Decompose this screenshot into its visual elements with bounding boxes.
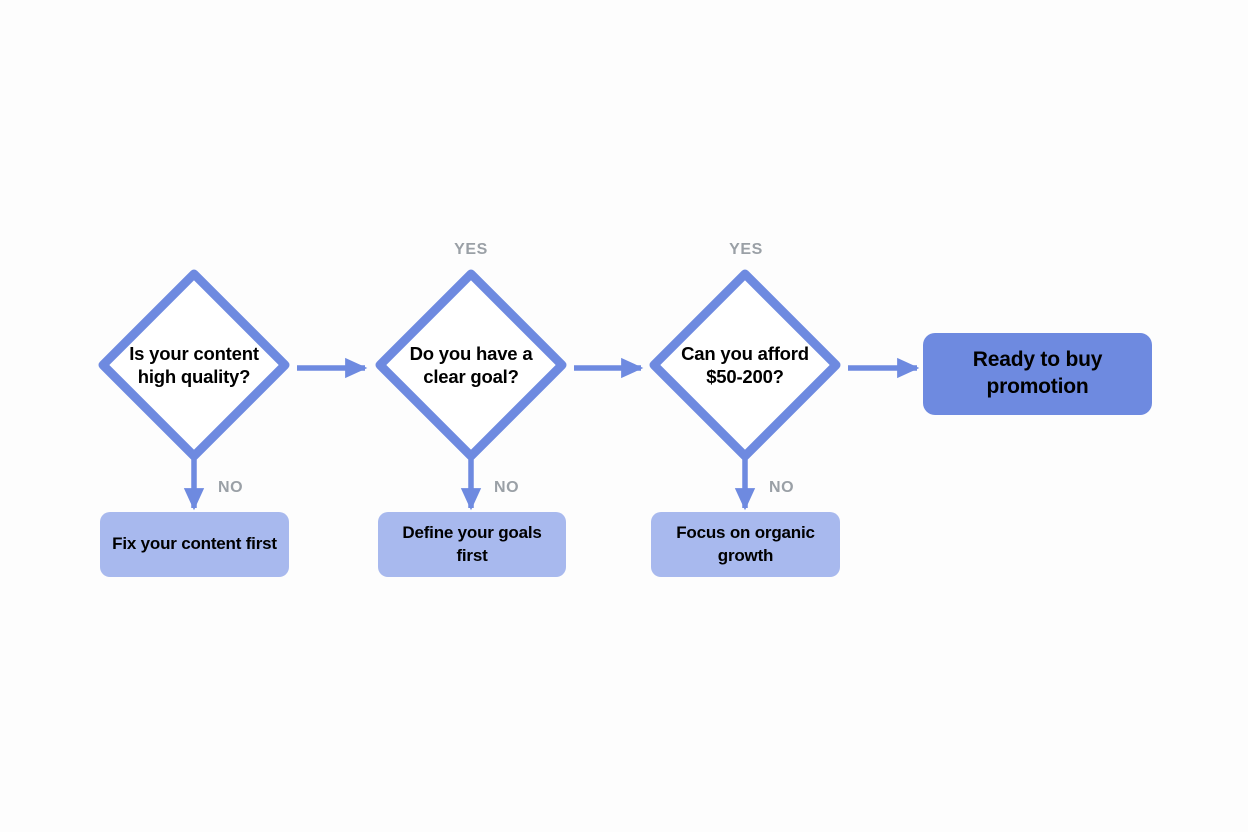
decision-label: Do you have a clear goal? [409,342,533,387]
final-outcome-ready-to-buy[interactable]: Ready to buy promotion [923,333,1152,415]
outcome-box-define-goals[interactable]: Define your goals first [378,512,566,577]
branch-label-yes-2: YES [454,241,488,258]
decision-node-clear-goal[interactable]: Do you have a clear goal? [371,265,571,465]
branch-label-yes-3: YES [729,241,763,258]
decision-node-content-quality[interactable]: Is your content high quality? [94,265,294,465]
outcome-box-fix-content[interactable]: Fix your content first [100,512,289,577]
diamond-shape [649,269,841,461]
decision-label: Is your content high quality? [129,342,259,387]
outcome-box-organic-growth[interactable]: Focus on organic growth [651,512,840,577]
diamond-shape [375,269,567,461]
decision-node-afford-budget[interactable]: Can you afford $50-200? [645,265,845,465]
branch-label-no-2: NO [494,479,520,496]
decision-label: Can you afford $50-200? [681,342,809,387]
branch-label-no-1: NO [218,479,244,496]
diamond-shape [98,269,290,461]
branch-label-no-3: NO [769,479,795,496]
